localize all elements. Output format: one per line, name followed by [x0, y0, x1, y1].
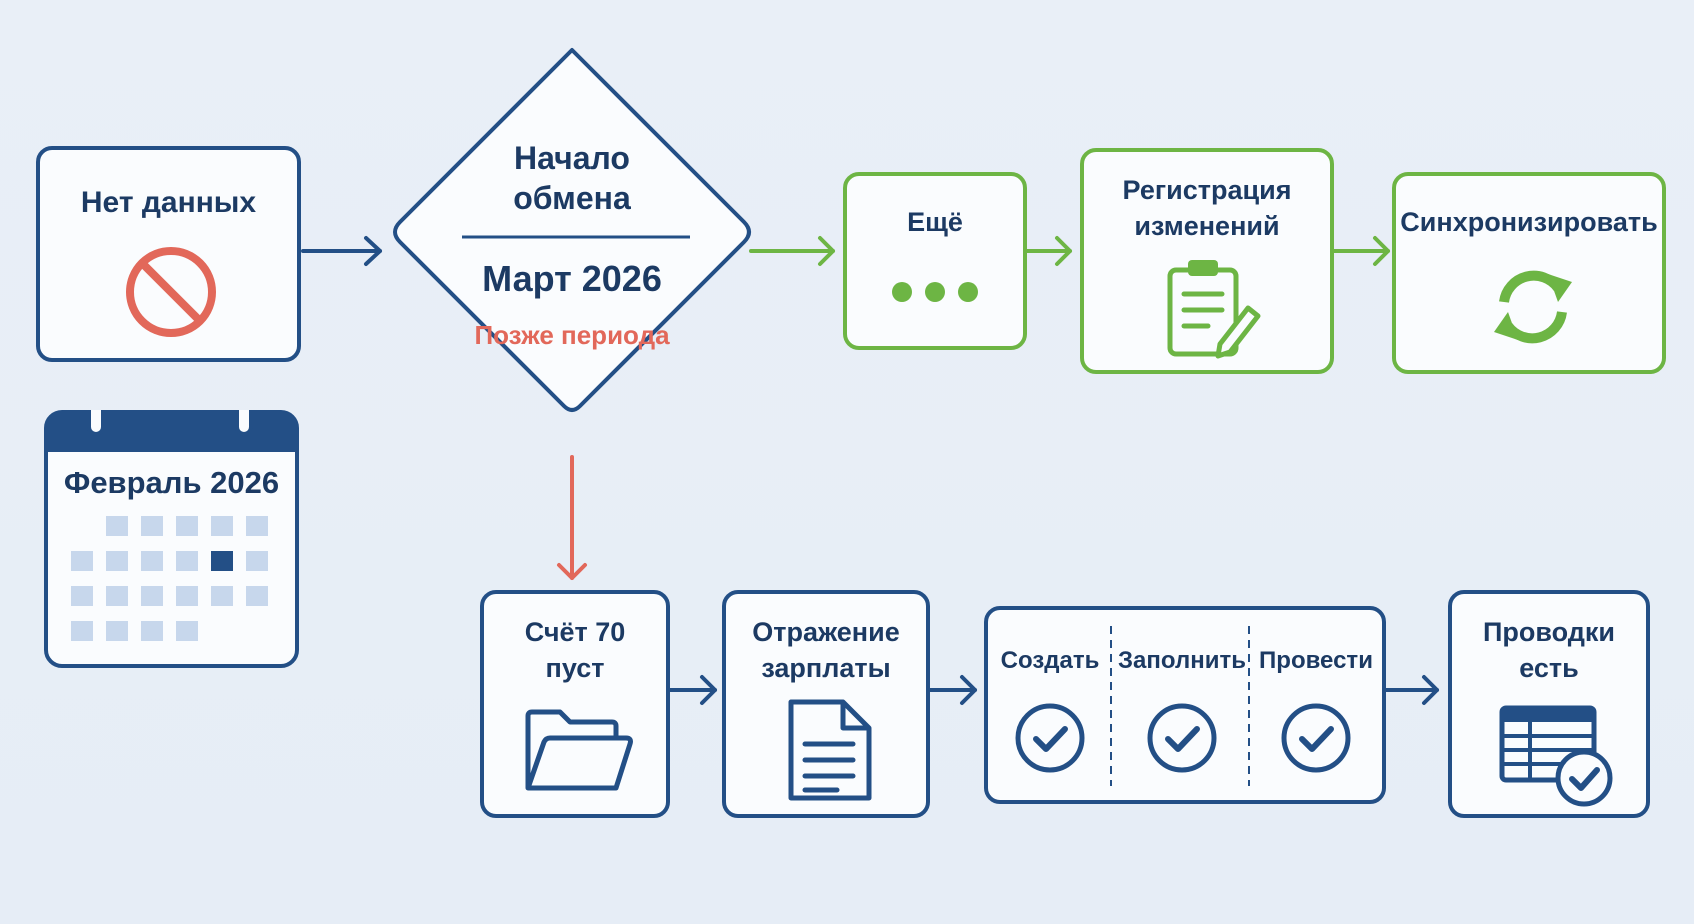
- node-salary-label-2: зарплаты: [761, 653, 891, 683]
- decision-diamond: [393, 48, 751, 412]
- sync-icon: [1494, 270, 1572, 344]
- calendar-highlight-day: [211, 551, 233, 571]
- document-icon: [788, 699, 872, 801]
- node-more-label: Ещё: [907, 207, 963, 237]
- step-create: Создать: [988, 610, 1112, 800]
- node-no-data-label: Нет данных: [80, 186, 257, 219]
- node-register-label-2: изменений: [1134, 211, 1280, 241]
- node-steps: Создать Заполнить Провести: [984, 606, 1386, 804]
- check-circle-icon: [1147, 703, 1217, 773]
- step-post: Провести: [1250, 610, 1382, 800]
- node-postings: Проводки есть: [1448, 590, 1650, 818]
- clipboard-pencil-icon: [1167, 260, 1261, 359]
- node-sync-label: Синхронизировать: [1400, 207, 1658, 237]
- prohibited-icon: [126, 247, 216, 337]
- check-circle-icon: [1015, 703, 1085, 773]
- node-no-data: Нет данных: [36, 146, 301, 362]
- node-account-label-2: пуст: [545, 653, 605, 683]
- check-circle-icon: [1281, 703, 1351, 773]
- exchange-status: Позже периода: [474, 320, 670, 350]
- step-fill: Заполнить: [1112, 610, 1252, 800]
- node-more: Ещё: [843, 172, 1027, 350]
- node-postings-label-2: есть: [1519, 653, 1579, 683]
- calendar-february: Февраль 2026: [44, 410, 299, 668]
- step-post-label: Провести: [1259, 647, 1373, 674]
- steps-dividers: [1110, 626, 1250, 786]
- ellipsis-icon: [892, 282, 978, 302]
- node-postings-label-1: Проводки: [1482, 617, 1616, 647]
- node-register-label-1: Регистрация: [1122, 175, 1292, 205]
- node-salary: Отражение зарплаты: [722, 590, 930, 818]
- step-fill-label: Заполнить: [1118, 647, 1246, 674]
- node-register-changes: Регистрация изменений: [1080, 148, 1334, 374]
- step-create-label: Создать: [1000, 647, 1100, 674]
- node-account-label-1: Счёт 70: [524, 617, 626, 647]
- open-folder-icon: [525, 709, 633, 791]
- exchange-title: Начало обмена: [513, 140, 631, 216]
- calendar-icon: [44, 410, 299, 668]
- exchange-month: Март 2026: [482, 258, 662, 299]
- node-account-70: Счёт 70 пуст: [480, 590, 670, 818]
- node-salary-label-1: Отражение: [752, 617, 900, 647]
- node-sync: Синхронизировать: [1392, 172, 1666, 374]
- calendar-label: Февраль 2026: [63, 465, 280, 500]
- decision-text: Начало обмена Март 2026 Позже периода: [432, 138, 712, 351]
- table-check-icon: [1499, 705, 1613, 807]
